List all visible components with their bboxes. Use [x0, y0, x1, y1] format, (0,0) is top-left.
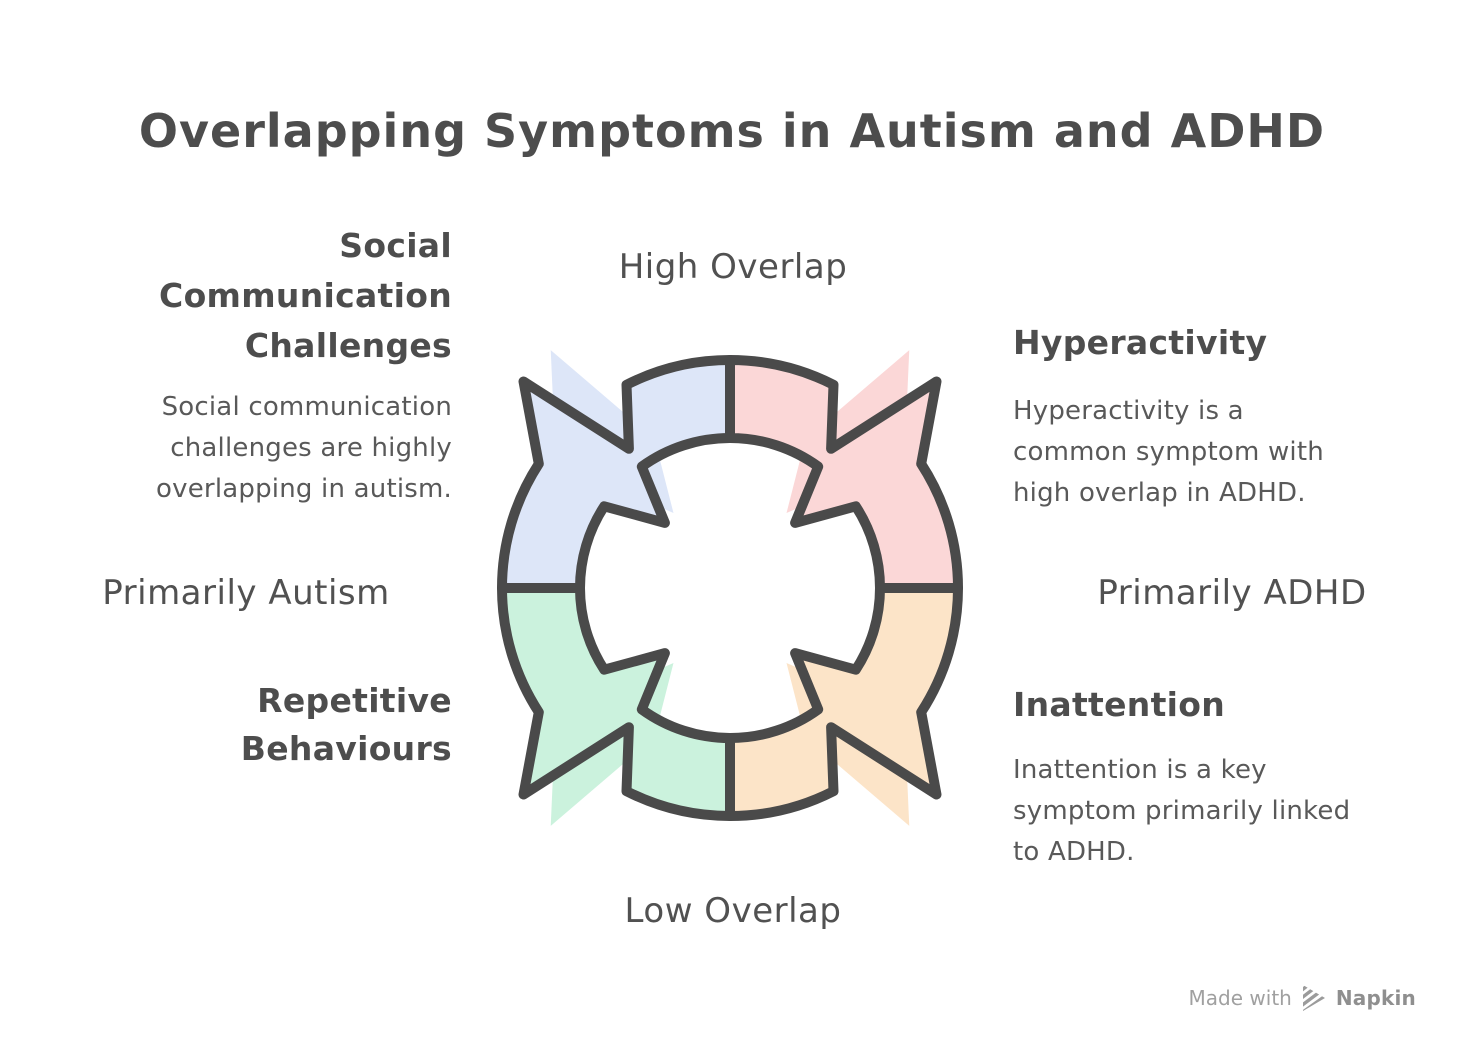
heading-inattention: Inattention: [1013, 685, 1226, 724]
body-inattention: Inattention is a key symptom primarily l…: [1013, 755, 1351, 867]
credit-brand-label: Napkin: [1335, 986, 1416, 1010]
segment-hyperactivity: [730, 360, 958, 588]
body-hyperactivity: Hyperactivity is a common symptom with h…: [1013, 396, 1324, 508]
cycle-diagram: [420, 325, 1040, 851]
segment-repetitive-behaviours: [502, 588, 730, 816]
heading-social-communication-challenges: Social Communication Challenges: [159, 226, 452, 365]
label-primarily-adhd: Primarily ADHD: [1097, 573, 1367, 613]
label-low-overlap: Low Overlap: [624, 891, 842, 931]
heading-repetitive-behaviours: Repetitive Behaviours: [240, 681, 452, 768]
label-primarily-autism: Primarily Autism: [102, 573, 390, 613]
napkin-credit[interactable]: Made with Napkin: [1189, 984, 1416, 1012]
segment-arrows: [502, 360, 958, 816]
segment-inattention: [730, 588, 958, 816]
napkin-logo-icon: [1302, 985, 1325, 1011]
page-title: Overlapping Symptoms in Autism and ADHD: [138, 104, 1326, 158]
label-high-overlap: High Overlap: [618, 247, 848, 287]
credit-made-with-label: Made with: [1188, 986, 1292, 1010]
segment-social-communication-challenges: [502, 360, 730, 588]
body-social-communication-challenges: Social communication challenges are high…: [156, 392, 452, 504]
heading-hyperactivity: Hyperactivity: [1013, 323, 1268, 362]
